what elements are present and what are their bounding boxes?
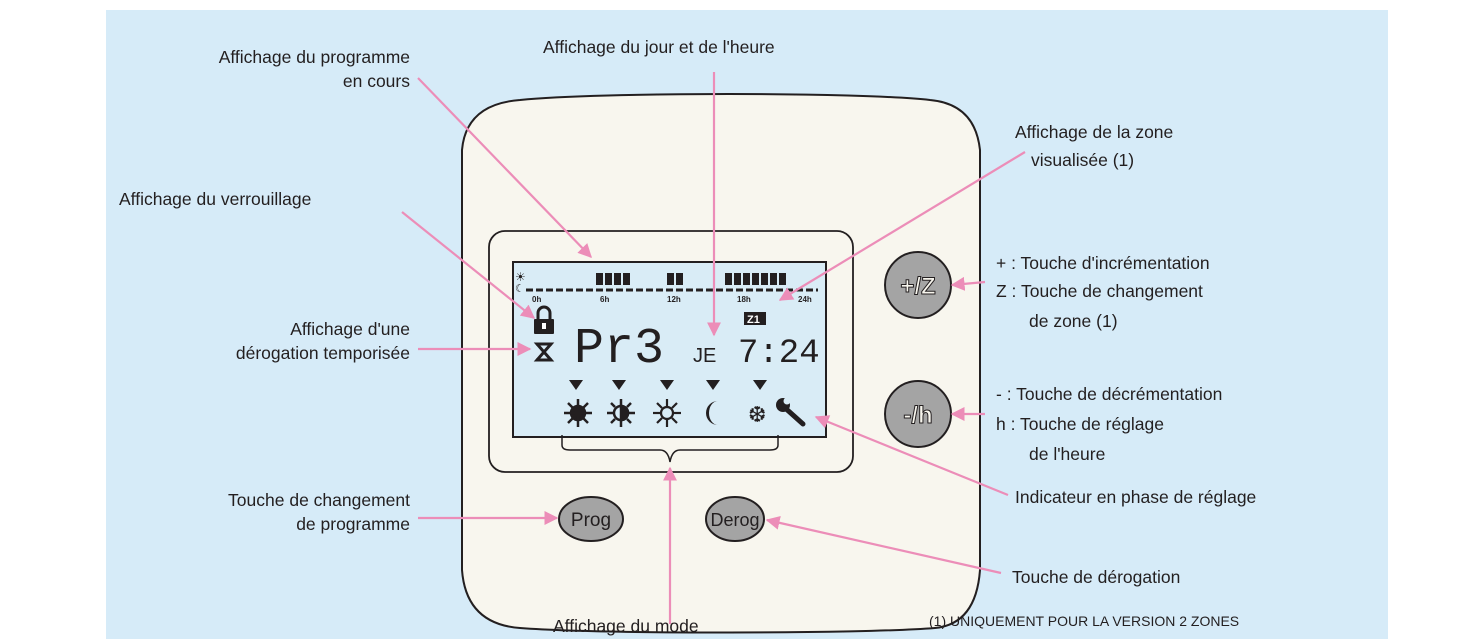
label-zone-line1: Affichage de la zone <box>1015 122 1174 142</box>
label-derogation: Affichage d'une dérogation temporisée <box>236 317 410 365</box>
frost-icon: ❆ <box>748 402 766 427</box>
time-readout: 7:24 <box>738 335 820 373</box>
label-derogation-line2: dérogation temporisée <box>235 343 410 363</box>
label-programme-line1: Affichage du programme <box>218 47 410 67</box>
plus-z-button-label: +/Z <box>900 273 935 300</box>
hourglass-icon <box>533 342 555 362</box>
comfort-sun-icon <box>564 399 592 427</box>
label-jour-heure: Affichage du jour et de l'heure <box>543 37 775 57</box>
hour-label: 12h <box>667 295 681 304</box>
plus-z-button[interactable]: +/Z <box>884 251 952 319</box>
label-zone-line2: visualisée (1) <box>1031 150 1135 170</box>
minus-h-button-label: -/h <box>903 402 932 429</box>
label-prog-line2: de programme <box>296 514 410 534</box>
footnote: (1) UNIQUEMENT POUR LA VERSION 2 ZONES <box>929 613 1240 629</box>
label-minus-line3: de l'heure <box>1029 444 1106 464</box>
prog-button[interactable]: Prog <box>558 496 624 542</box>
program-readout: Pr3 <box>574 321 664 378</box>
callout-arrows <box>401 72 1026 624</box>
label-verrouillage: Affichage du verrouillage <box>119 189 312 209</box>
moon-icon <box>706 401 718 425</box>
eco-sun-icon <box>653 399 681 427</box>
label-prog: Touche de changement de programme <box>228 488 410 536</box>
day-readout: JE <box>693 345 716 367</box>
label-plus-line3: de zone (1) <box>1029 311 1118 331</box>
label-mode: Affichage du mode <box>553 616 699 636</box>
hour-label: 0h <box>532 295 541 304</box>
mode-indicators <box>569 380 767 390</box>
half-sun-icon <box>607 399 635 427</box>
prog-button-label: Prog <box>571 510 611 531</box>
hour-label: 24h <box>798 295 812 304</box>
derog-button-label: Derog <box>710 510 759 530</box>
label-minus-line1: - : Touche de décrémentation <box>996 384 1223 404</box>
lock-icon <box>534 305 554 334</box>
derog-button[interactable]: Derog <box>705 496 765 542</box>
label-indicateur: Indicateur en phase de réglage <box>1015 487 1257 507</box>
hour-label: 18h <box>737 295 751 304</box>
label-minus-line2: h : Touche de réglage <box>996 414 1165 434</box>
label-derog-key: Touche de dérogation <box>1012 567 1181 587</box>
minus-h-button[interactable]: -/h <box>884 380 952 448</box>
svg-text:☾: ☾ <box>515 283 525 295</box>
label-plus-line2: Z : Touche de changement <box>996 281 1203 301</box>
program-bar: ☀ ☾ <box>515 270 818 295</box>
svg-text:☀: ☀ <box>515 270 526 284</box>
label-plus-line1: + : Touche d'incrémentation <box>996 253 1210 273</box>
mode-brace <box>561 435 779 463</box>
label-prog-line1: Touche de changement <box>228 490 410 510</box>
hour-label: 6h <box>600 295 609 304</box>
zone-badge <box>744 312 766 325</box>
label-programme-line2: en cours <box>342 71 410 91</box>
wrench-icon <box>776 397 806 427</box>
zone-readout: Z1 <box>747 314 760 326</box>
label-programme: Affichage du programme en cours <box>219 45 410 93</box>
label-derogation-line1: Affichage d'une <box>290 319 410 339</box>
svg-text:❆: ❆ <box>748 402 766 427</box>
